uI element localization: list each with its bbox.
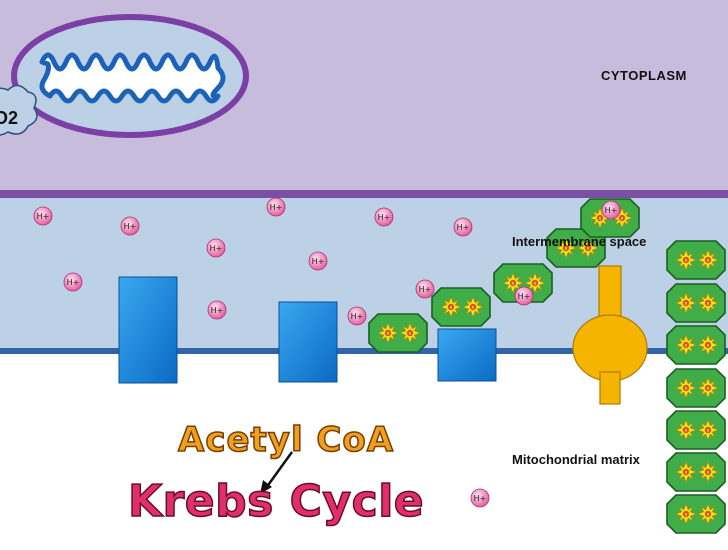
intermembrane-space-label: Intermembrane space xyxy=(512,234,647,249)
proton-group: H+ H+ H+ H+ H+ H+ H+ H+ H+ H+ H+ H+ H+ H+ xyxy=(33,197,621,508)
acetyl-coa-label: Acetyl CoA xyxy=(177,419,395,461)
proton-ion: H+ xyxy=(415,279,435,299)
proton-ion: H+ xyxy=(308,251,328,271)
proton-label: H+ xyxy=(211,306,224,315)
proton-ion: H+ xyxy=(63,272,83,292)
proton-ion: H+ xyxy=(374,207,394,227)
proton-label: H+ xyxy=(457,223,470,232)
proton-ion: H+ xyxy=(453,217,473,237)
proton-label: H+ xyxy=(37,212,50,221)
conversion-arrow-icon xyxy=(260,451,294,494)
proton-ion: H+ xyxy=(206,238,226,258)
proton-ion: H+ xyxy=(207,300,227,320)
proton-label: H+ xyxy=(210,244,223,253)
inner-membrane xyxy=(0,348,728,354)
proton-ion: H+ xyxy=(347,306,367,326)
proton-label: H+ xyxy=(419,285,432,294)
proton-label: H+ xyxy=(518,292,531,301)
proton-label: H+ xyxy=(312,257,325,266)
mitochondrion-icon xyxy=(11,14,249,138)
protein-complex-2 xyxy=(278,301,338,383)
proton-label: H+ xyxy=(378,213,391,222)
outer-membrane xyxy=(0,190,728,198)
oxygen-label: O2 xyxy=(0,108,19,128)
proton-ion: H+ xyxy=(470,488,490,508)
proton-label: H+ xyxy=(474,494,487,503)
mitochondrial-matrix-label: Mitochondrial matrix xyxy=(512,452,640,467)
proton-label: H+ xyxy=(351,312,364,321)
krebs-cycle-label: Krebs Cycle xyxy=(127,475,425,528)
oxygen-cloud-icon xyxy=(0,84,38,136)
proton-label: H+ xyxy=(67,278,80,287)
atp-synthase xyxy=(572,265,648,405)
proton-label: H+ xyxy=(270,203,283,212)
proton-ion: H+ xyxy=(514,286,534,306)
proton-ion: H+ xyxy=(266,197,286,217)
proton-ion: H+ xyxy=(601,200,621,220)
proton-label: H+ xyxy=(605,206,618,215)
proton-ion: H+ xyxy=(33,206,53,226)
proton-ion: H+ xyxy=(120,216,140,236)
proton-label: H+ xyxy=(124,222,137,231)
cytoplasm-label: CYTOPLASM xyxy=(601,68,687,83)
protein-complex-1 xyxy=(118,276,178,384)
protein-complex-3 xyxy=(437,328,497,382)
